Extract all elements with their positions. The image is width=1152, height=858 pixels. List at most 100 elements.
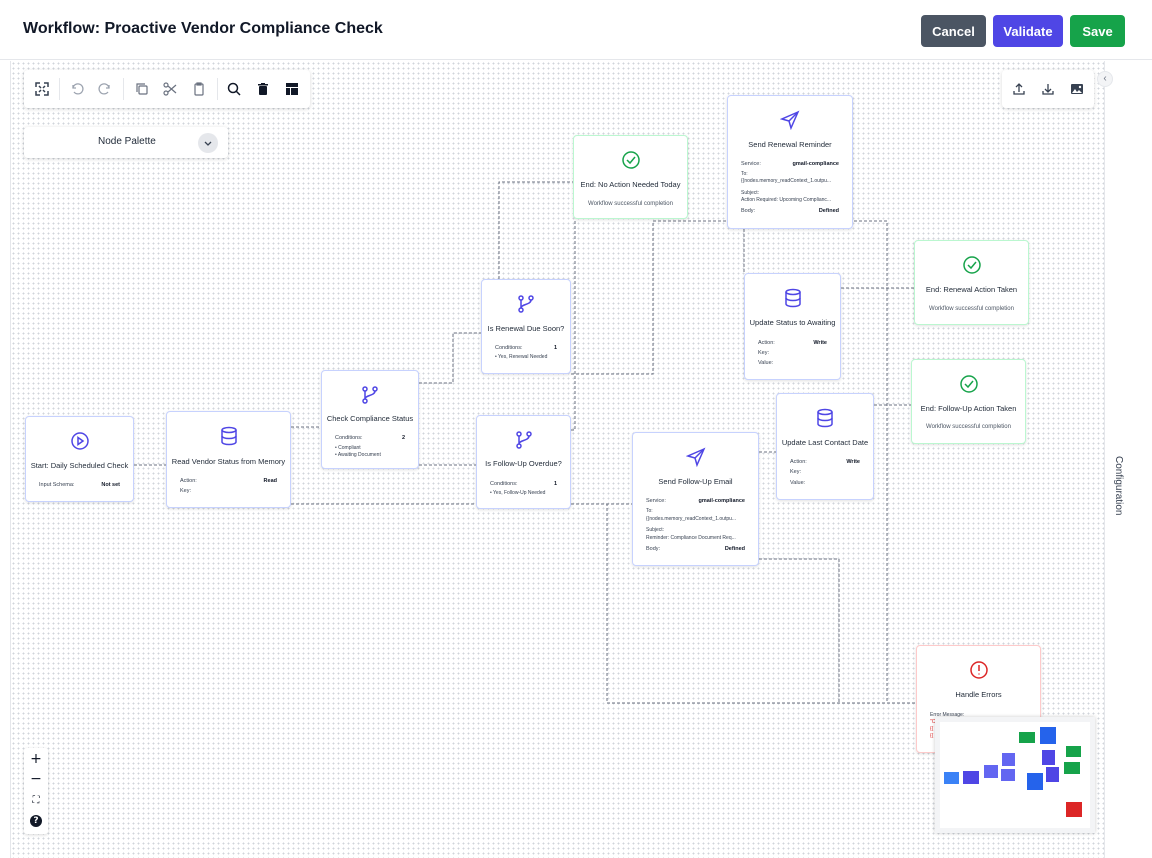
error-value: {{ — [930, 733, 934, 739]
node-field: Value: — [790, 480, 806, 486]
minimap-node — [1046, 767, 1059, 782]
save-button[interactable]: Save — [1070, 15, 1125, 47]
download-icon[interactable] — [1038, 79, 1058, 99]
node-field: Key: — [180, 488, 192, 494]
node-subtitle: Workflow successful completion — [588, 201, 673, 207]
node-palette-label: Node Palette — [98, 136, 156, 147]
chevron-left-icon[interactable]: ‹ — [1097, 71, 1113, 87]
image-icon[interactable] — [1067, 79, 1087, 99]
send-icon — [685, 447, 705, 467]
node-title: End: Renewal Action Taken — [925, 285, 1018, 294]
edge-sendfollow-error — [759, 558, 840, 703]
fit-view-icon[interactable] — [32, 79, 52, 99]
database-icon — [784, 288, 801, 308]
edge-check-renewal — [419, 332, 481, 384]
minimap-node — [1027, 773, 1043, 790]
validate-button[interactable]: Validate — [993, 15, 1063, 47]
node-field: Conditions:1 — [495, 345, 557, 351]
minimap-node — [1040, 727, 1056, 744]
configuration-panel[interactable]: ‹ Configuration — [1097, 61, 1152, 858]
minimap-node — [984, 765, 998, 778]
minimap-node — [963, 771, 979, 784]
layout-icon[interactable] — [282, 79, 302, 99]
node-field: Conditions:1 — [490, 481, 557, 487]
node-field: Input Schema:Not set — [39, 482, 120, 488]
node-field-value: {{nodes.memory_readContext_1.outpu... — [741, 178, 832, 184]
node-start[interactable]: Start: Daily Scheduled Check Input Schem… — [25, 416, 134, 502]
node-field: Key: — [790, 469, 802, 475]
node-end-renewal[interactable]: End: Renewal Action Taken Workflow succe… — [914, 240, 1029, 325]
copy-icon[interactable] — [132, 79, 152, 99]
cancel-button[interactable]: Cancel — [921, 15, 986, 47]
canvas-toolbar — [24, 70, 310, 108]
error-value: {{ — [930, 726, 934, 732]
node-title: Handle Errors — [955, 690, 1002, 699]
zoom-out-button[interactable]: − — [30, 771, 42, 787]
minimap-node — [1019, 732, 1035, 743]
header-bar: Workflow: Proactive Vendor Compliance Ch… — [0, 0, 1152, 60]
node-field: Service:gmail-compliance — [741, 161, 839, 167]
node-title: End: Follow-Up Action Taken — [920, 404, 1017, 413]
edge-send-error — [849, 220, 888, 703]
minimap-node — [1066, 746, 1081, 757]
node-update-awaiting[interactable]: Update Status to Awaiting Action:Write K… — [744, 273, 841, 380]
node-field: Action:Write — [790, 459, 860, 465]
node-field-label: To: — [741, 171, 748, 177]
node-followup-overdue[interactable]: Is Follow-Up Overdue? Conditions:1 • Yes… — [476, 415, 571, 509]
help-button[interactable]: ? — [24, 811, 48, 831]
minimap-node — [944, 772, 959, 784]
workflow-canvas[interactable]: Node Palette Start: Daily Scheduled Chec… — [10, 61, 1104, 858]
condition-item: • Yes, Follow-Up Needed — [490, 490, 546, 496]
alert-circle-icon — [969, 661, 988, 679]
edge-renewal-noaction — [498, 181, 573, 279]
node-palette[interactable]: Node Palette — [24, 127, 228, 158]
node-field-label: Subject: — [741, 190, 760, 196]
toolbar-divider — [59, 78, 60, 100]
edge-followup-noaction — [571, 221, 576, 431]
node-end-followup[interactable]: End: Follow-Up Action Taken Workflow suc… — [911, 359, 1026, 444]
minimap-node — [1066, 802, 1082, 817]
paste-icon[interactable] — [189, 79, 209, 99]
node-read-memory[interactable]: Read Vendor Status from Memory Action:Re… — [166, 411, 291, 508]
search-icon[interactable] — [224, 79, 244, 99]
zoom-in-button[interactable]: + — [30, 751, 42, 767]
node-title: Check Compliance Status — [326, 414, 414, 423]
node-end-no-action[interactable]: End: No Action Needed Today Workflow suc… — [573, 135, 688, 219]
minimap-node — [1002, 753, 1015, 766]
branch-icon — [518, 295, 534, 313]
node-title: Read Vendor Status from Memory — [171, 457, 286, 466]
node-send-followup[interactable]: Send Follow-Up Email Service:gmail-compl… — [632, 432, 759, 566]
node-title: Send Follow-Up Email — [658, 477, 733, 486]
cut-icon[interactable] — [160, 79, 180, 99]
node-field-label: Subject: — [646, 527, 665, 533]
node-renewal-due[interactable]: Is Renewal Due Soon? Conditions:1 • Yes,… — [481, 279, 571, 374]
condition-item: • Yes, Renewal Needed — [495, 354, 548, 360]
upload-icon[interactable] — [1009, 79, 1029, 99]
node-field: Action:Write — [758, 340, 827, 346]
condition-item: • Awaiting Document — [335, 452, 381, 458]
fit-view-button[interactable]: ⛶ — [32, 794, 40, 806]
help-icon: ? — [30, 815, 42, 827]
send-icon — [780, 110, 800, 130]
edge-read-error — [291, 503, 916, 704]
node-check-compliance[interactable]: Check Compliance Status Conditions:2 • C… — [321, 370, 419, 469]
database-icon — [220, 426, 237, 446]
minimap[interactable] — [935, 717, 1095, 833]
page-title: Workflow: Proactive Vendor Compliance Ch… — [23, 20, 383, 37]
redo-icon[interactable] — [95, 79, 115, 99]
node-title: Update Last Contact Date — [781, 438, 869, 447]
edge-renewal-send — [571, 220, 727, 375]
delete-icon[interactable] — [253, 79, 273, 99]
node-field-value: Action Required: Upcoming Complianc... — [741, 197, 832, 203]
undo-icon[interactable] — [67, 79, 87, 99]
chevron-down-icon[interactable] — [198, 133, 218, 153]
check-circle-icon — [621, 151, 640, 169]
node-update-contact[interactable]: Update Last Contact Date Action:Write Ke… — [776, 393, 874, 500]
node-field-label: Error Message: — [930, 712, 965, 718]
node-title: Send Renewal Reminder — [748, 140, 832, 149]
error-value: "C — [930, 719, 936, 725]
toolbar-divider — [123, 78, 124, 100]
node-send-renewal[interactable]: Send Renewal Reminder Service:gmail-comp… — [727, 95, 853, 229]
node-title: Is Renewal Due Soon? — [487, 324, 565, 333]
node-title: End: No Action Needed Today — [580, 180, 681, 189]
